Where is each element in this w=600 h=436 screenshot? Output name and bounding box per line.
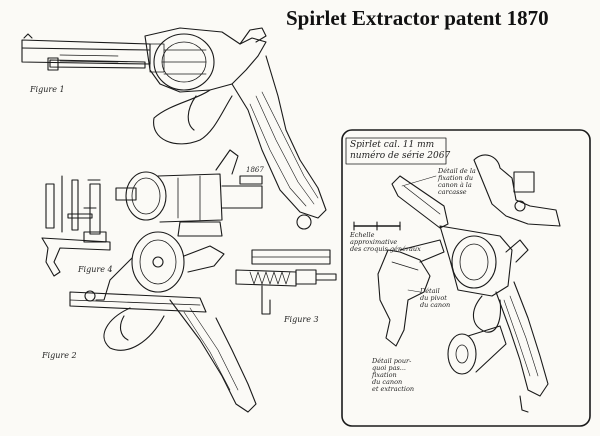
cylinder-assembly-drawing: 1867 [115, 149, 264, 237]
figure1-revolver [21, 27, 327, 230]
figure3-extractor [235, 249, 337, 315]
detail-inset-panel [341, 129, 591, 427]
figure2-label: Figure 2 [41, 351, 77, 360]
figure4-parts [41, 175, 111, 277]
inset-heading: Spirlet cal. 11 mm numéro de série 2067 [350, 140, 450, 162]
figure4-label: Figure 4 [77, 265, 113, 274]
figure3-label: Figure 3 [283, 315, 319, 324]
figure1-label: Figure 1 [29, 85, 65, 94]
note-ejector-detail: Détail pour- quoi pas... fixation du can… [372, 357, 415, 393]
note-barrel-pivot: Détail du pivot du canon [420, 287, 451, 309]
page-title: Spirlet Extractor patent 1870 [286, 6, 549, 30]
note-scale: Echelle approximative des croquis généra… [350, 231, 421, 253]
inset-heading-line1: Spirlet cal. 11 mm [350, 140, 435, 150]
part-number-label: 1867 [246, 166, 264, 174]
note-frame-fixation: Détail de la fixation du canon à la carc… [438, 167, 476, 196]
figure2-open-revolver [69, 231, 257, 413]
inset-heading-line2: numéro de série 2067 [350, 151, 451, 161]
